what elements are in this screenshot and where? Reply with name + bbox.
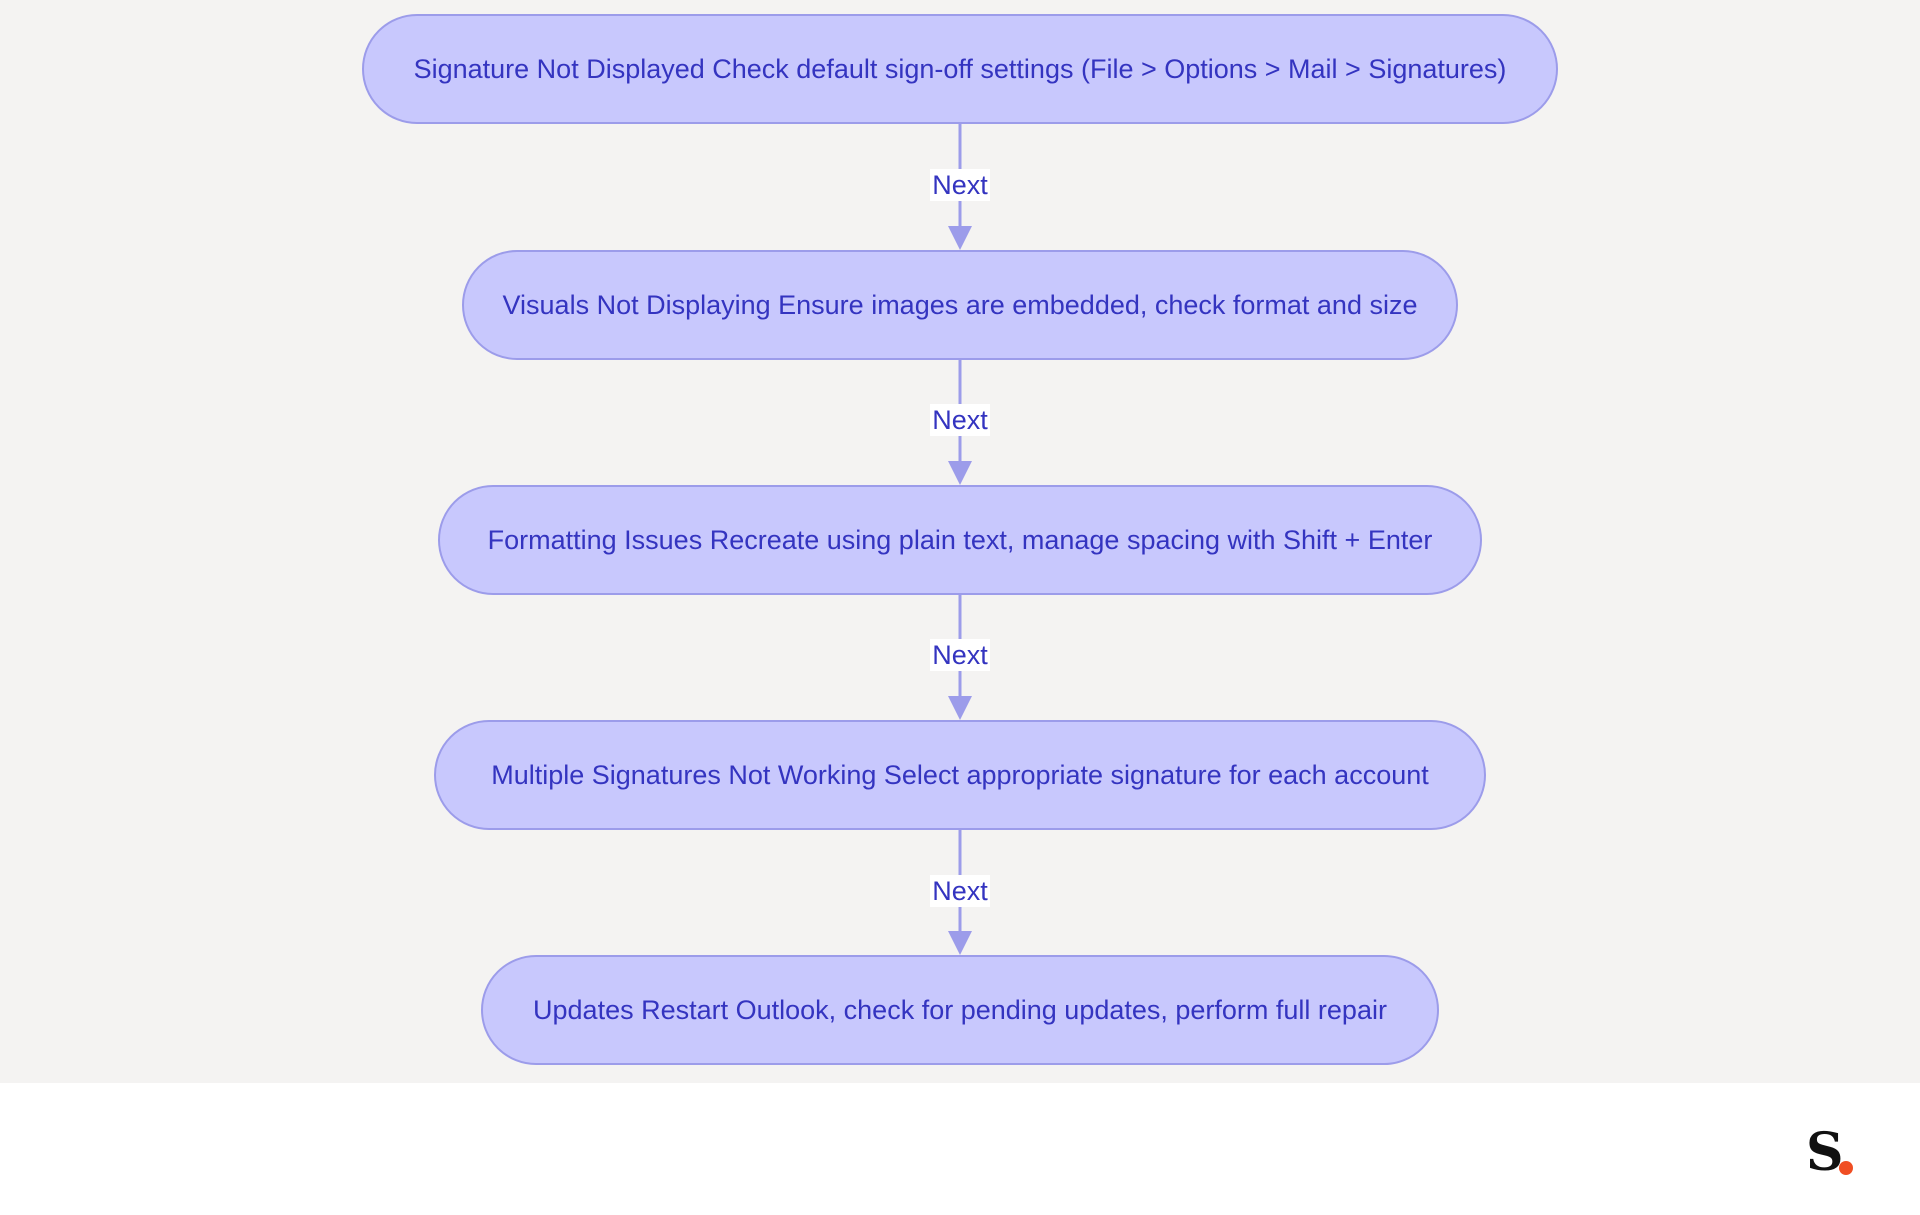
edge-label-text: Next [930,404,990,436]
node-signature-not-displayed: Signature Not Displayed Check default si… [362,14,1558,124]
node-updates: Updates Restart Outlook, check for pendi… [481,955,1439,1065]
node-text: Multiple Signatures Not Working Select a… [491,759,1429,790]
node-text: Formatting Issues Recreate using plain t… [487,524,1433,555]
edge-label-text: Next [930,639,990,671]
node-visuals-not-displaying: Visuals Not Displaying Ensure images are… [462,250,1458,360]
edge-label-3: Next [920,638,1000,672]
svg-text:S: S [1806,1128,1844,1178]
node-text: Updates Restart Outlook, check for pendi… [533,994,1387,1025]
edge-label-text: Next [930,875,990,907]
node-formatting-issues: Formatting Issues Recreate using plain t… [438,485,1482,595]
diagram-canvas: Next Next Next Next Signature Not Displa… [0,0,1920,1083]
node-text: Signature Not Displayed Check default si… [413,53,1507,84]
edge-label-text: Next [930,169,990,201]
edge-label-4: Next [920,874,1000,908]
node-multiple-signatures: Multiple Signatures Not Working Select a… [434,720,1486,830]
brand-s-logo-icon: S [1806,1128,1853,1178]
node-text: Visuals Not Displaying Ensure images are… [502,289,1418,320]
edge-label-1: Next [920,168,1000,202]
edge-label-2: Next [920,403,1000,437]
